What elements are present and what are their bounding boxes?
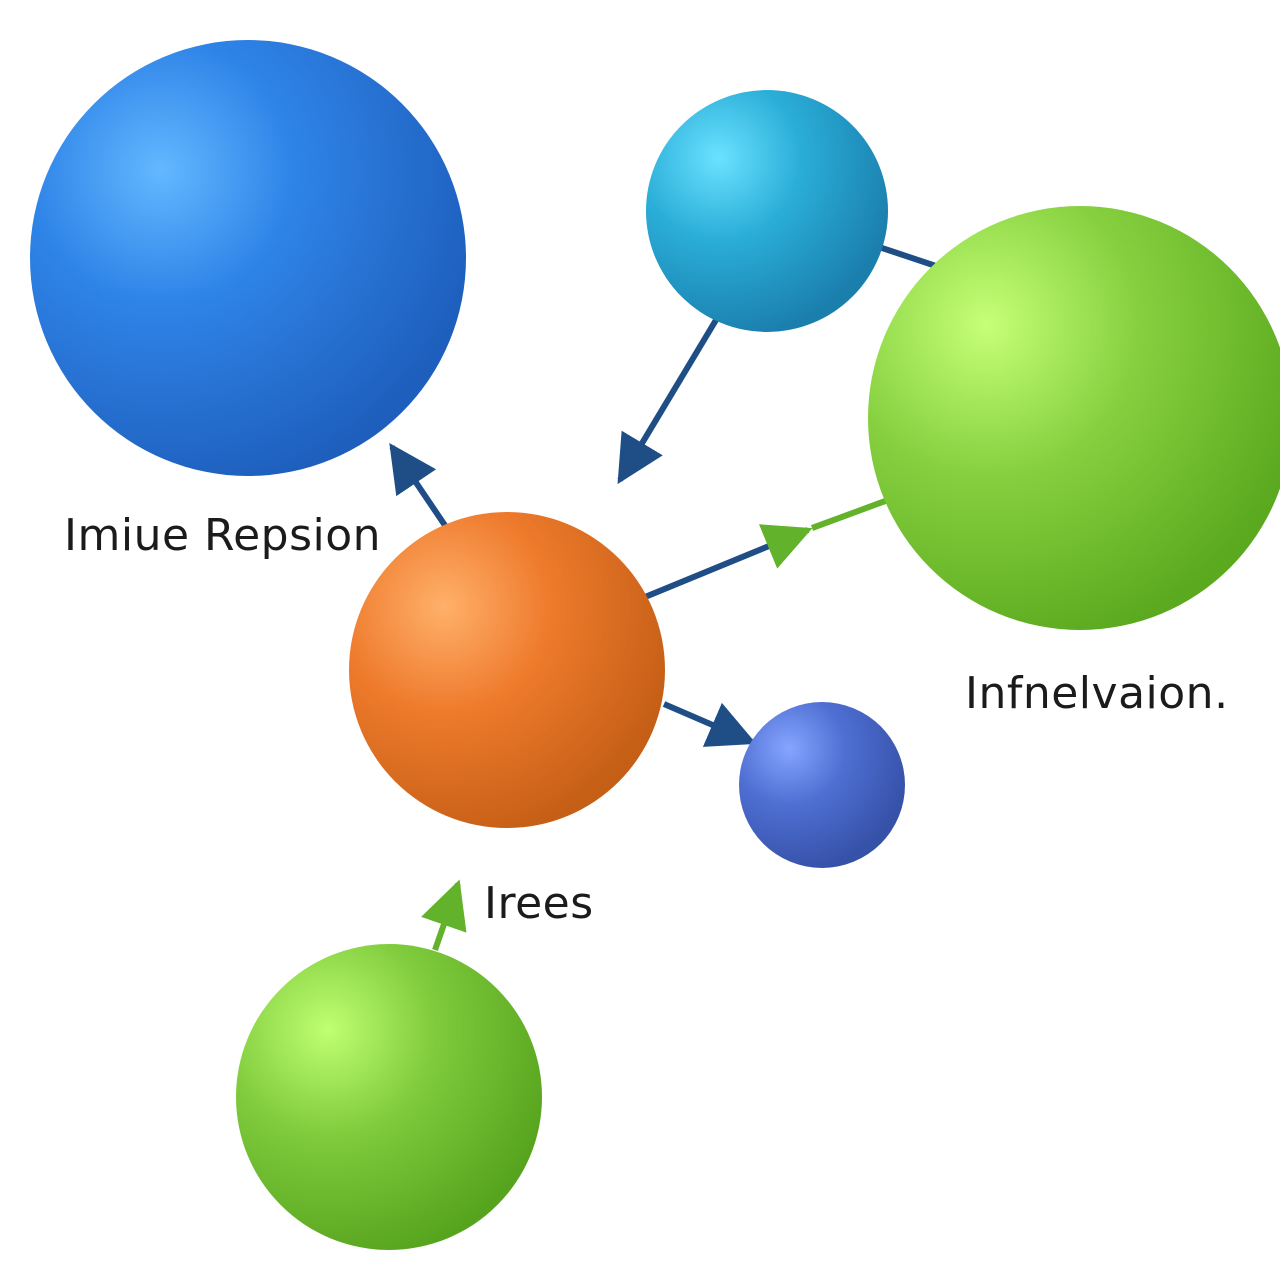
large-blue-sphere: [30, 40, 466, 476]
orange-sphere: [349, 512, 665, 828]
cyan-sphere: [646, 90, 888, 332]
arrow-orange-to-large-green: [626, 524, 813, 607]
arrow-orange-to-small-blue: [662, 701, 757, 747]
large-green-sphere: [868, 206, 1280, 630]
label-right: Infnelvaion.: [965, 668, 1229, 719]
small-blue-sphere: [739, 702, 905, 868]
bottom-green-sphere: [236, 944, 542, 1250]
label-top-left: Imiue Repsion: [64, 510, 381, 561]
arrow-cyan-to-orange: [617, 318, 719, 485]
label-bottom: Irees: [484, 878, 594, 929]
connector-green-segment-to-large-green: [810, 497, 890, 531]
arrow-bottom-green-up: [421, 879, 467, 951]
